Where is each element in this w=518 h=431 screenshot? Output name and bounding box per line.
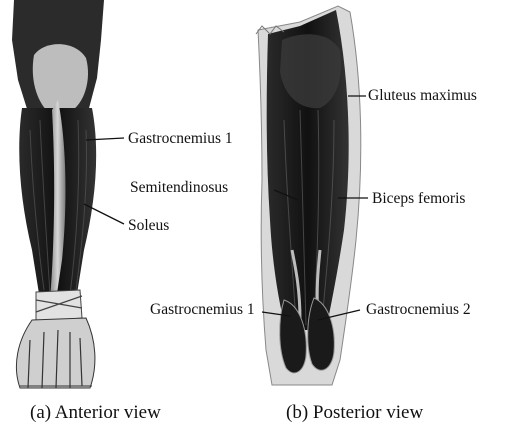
label-semitendinosus: Semitendinosus: [130, 180, 228, 196]
anterior-knee: [33, 44, 88, 112]
anterior-leg-drawing: [12, 0, 104, 388]
label-gastrocnemius-anterior: Gastrocnemius 1: [128, 131, 233, 147]
label-gastrocnemius-posterior-1: Gastrocnemius 1: [150, 302, 255, 318]
caption-anterior-view: (a) Anterior view: [30, 403, 161, 422]
label-soleus: Soleus: [128, 218, 169, 234]
label-gluteus-maximus: Gluteus maximus: [368, 88, 477, 104]
posterior-leg-drawing: [256, 6, 361, 385]
label-biceps-femoris: Biceps femoris: [372, 191, 465, 207]
anterior-ankle-band: [36, 290, 82, 322]
caption-posterior-view: (b) Posterior view: [286, 403, 423, 422]
label-gastrocnemius-posterior-2: Gastrocnemius 2: [366, 302, 471, 318]
